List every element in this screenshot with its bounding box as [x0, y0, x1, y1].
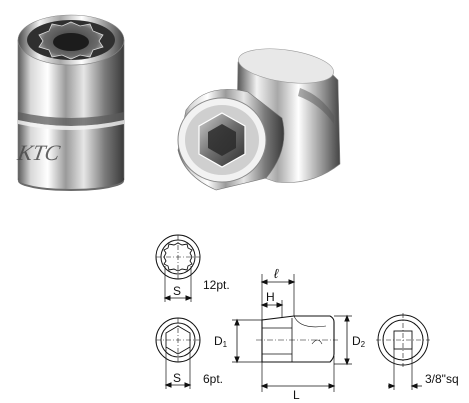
dimension-l: [260, 274, 296, 320]
label-12pt: 12pt.: [203, 278, 230, 292]
label-L: L: [293, 388, 300, 402]
label-drive-size: 3/8"sq: [425, 372, 459, 386]
diagram-labels: S 12pt. S 6pt. ℓ H D1 D2 L 3/8"sq: [173, 266, 459, 402]
label-l: ℓ: [274, 266, 279, 281]
dimension-H: [260, 300, 284, 318]
dimension-diagram: [155, 234, 430, 392]
label-6pt: 6pt.: [203, 372, 223, 386]
label-D2: D2: [352, 334, 366, 349]
label-s-6pt: S: [173, 371, 181, 385]
dimension-L: [260, 356, 336, 392]
label-s-12pt: S: [173, 284, 181, 298]
side-profile: [256, 315, 338, 363]
socket-12pt-photo: KTC: [15, 14, 125, 191]
dimension-D2: [334, 314, 352, 366]
label-H: H: [266, 290, 275, 304]
end-view-drive: [376, 313, 430, 390]
dimension-D1: [232, 318, 262, 364]
end-view-12pt: [155, 234, 201, 302]
socket-6pt-photo: [177, 48, 341, 191]
end-view-6pt: [155, 317, 201, 389]
brand-engraving: KTC: [15, 140, 62, 165]
label-D1: D1: [214, 334, 228, 349]
